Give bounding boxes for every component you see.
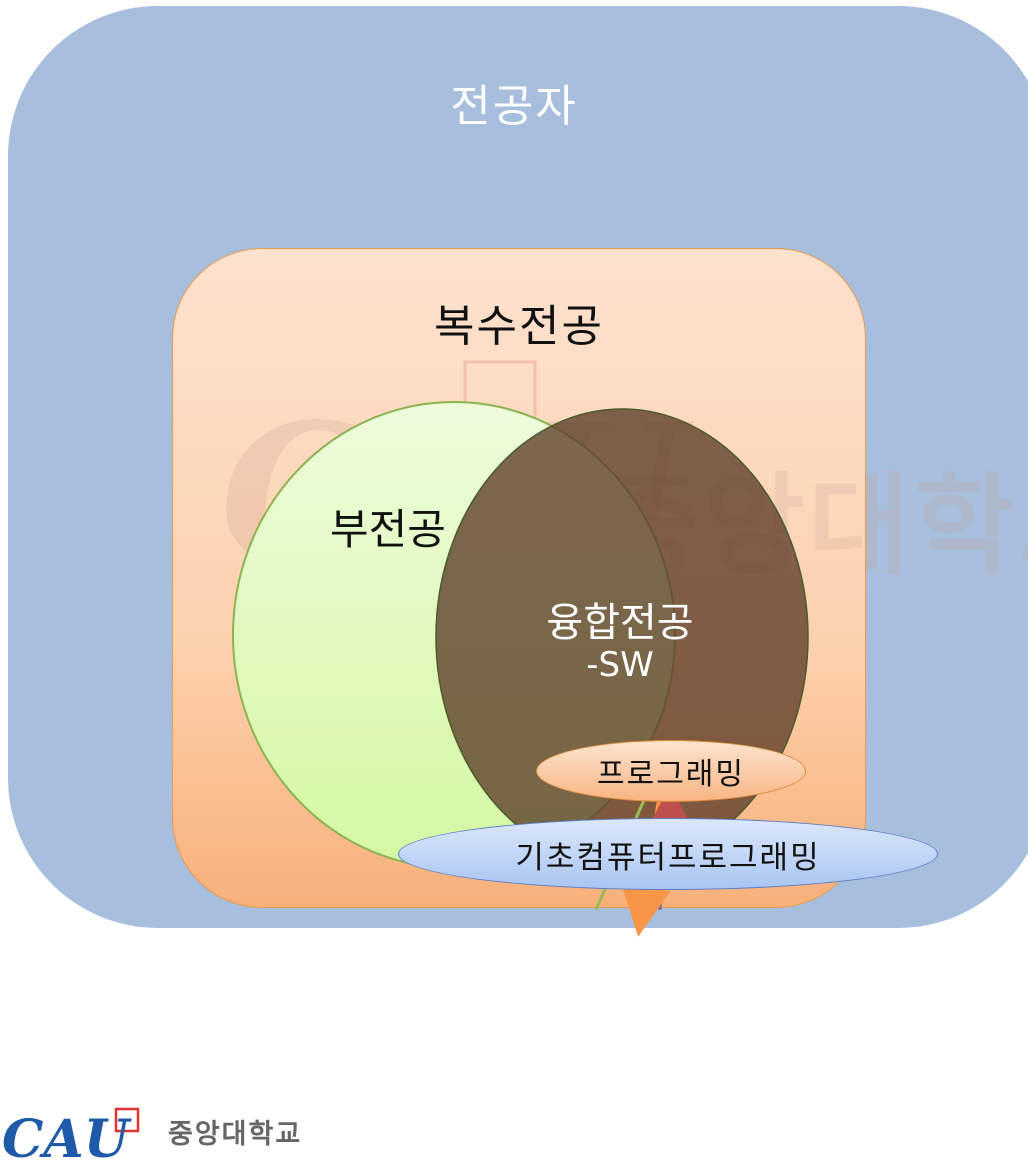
fusion-major-title: 융합전공 — [546, 600, 694, 646]
fusion-major-subtitle: -SW — [586, 645, 654, 685]
fusion-major-label: 융합전공 -SW — [500, 600, 740, 685]
double-major-label: 복수전공 — [434, 301, 604, 352]
minor-label: 부전공 — [330, 505, 446, 554]
university-name: 중앙대학교 — [168, 1119, 303, 1150]
basic-programming-node: 기초컴퓨터프로그래밍 — [398, 818, 938, 890]
major-students-label: 전공자 — [450, 81, 578, 132]
cau-logo-mark: CAU — [2, 1109, 132, 1160]
basic-programming-label: 기초컴퓨터프로그래밍 — [515, 839, 821, 876]
cau-logo: CAU — [2, 1107, 140, 1160]
programming-node: 프로그래밍 — [536, 740, 806, 802]
programming-label: 프로그래밍 — [597, 757, 745, 792]
